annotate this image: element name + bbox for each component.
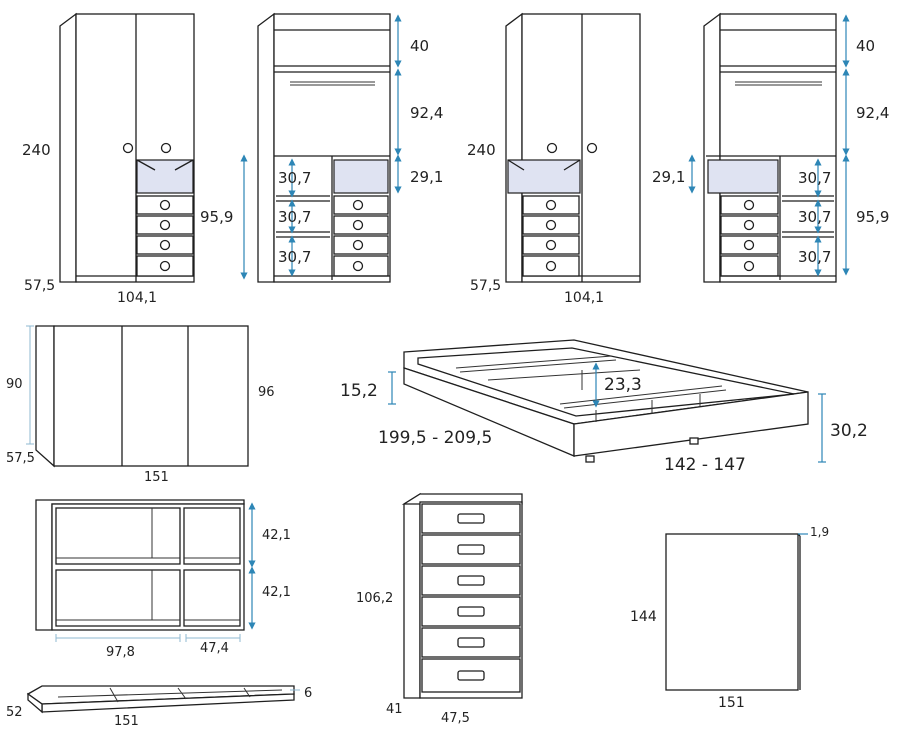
shelf-w1-label: 97,8 [106,645,135,660]
bed-inner-h-label: 23,3 [604,375,642,395]
wardrobe-open-right [688,12,850,283]
bed-total-h-label: 30,2 [830,421,868,441]
w2-shelf2-label: 30,7 [278,208,311,226]
w2-shelf3-label: 30,7 [278,248,311,266]
chest-height-label: 106,2 [356,591,393,606]
w2-shelf1-label: 30,7 [278,169,311,187]
w2-niche-label: 29,1 [410,168,443,186]
w1-depth-label: 57,5 [24,278,55,294]
shelf-h1-label: 42,1 [262,528,291,543]
w2-hang-label: 92,4 [410,104,443,122]
bed-width-label: 142 - 147 [664,455,746,475]
w4-hang-label: 92,4 [856,104,889,122]
bed-length-label: 199,5 - 209,5 [378,428,492,448]
wardrobe-open-left [240,12,402,283]
wardrobe-closed-left [59,12,195,283]
plinth-h-label: 6 [304,686,312,701]
chest-of-drawers [401,492,523,699]
w3-depth-label: 57,5 [470,278,501,294]
shelf-w2-label: 47,4 [200,641,229,656]
w3-height-label: 240 [467,141,496,159]
wall-cabinet [26,325,249,468]
bed-frame-h-label: 15,2 [340,381,378,401]
chest-width-label: 47,5 [441,711,470,726]
w1-height-label: 240 [22,141,51,159]
w2-lower-label: 95,9 [200,208,233,226]
cab-width-label: 151 [144,470,169,485]
wall-panel [665,533,808,691]
cab-height-right-label: 96 [258,385,275,400]
panel-thick-label: 1,9 [810,525,829,539]
wardrobe-closed-right [505,12,641,283]
w4-shelf2-label: 30,7 [798,208,831,226]
plinth-base [26,685,300,714]
plinth-width-label: 151 [114,714,139,729]
panel-width-label: 151 [718,695,745,711]
w1-width-label: 104,1 [117,290,157,306]
w4-niche-label: 29,1 [652,168,685,186]
bed-frame [388,339,826,463]
w4-shelf1-label: 30,7 [798,169,831,187]
w2-top-label: 40 [410,37,429,55]
cab-height-label: 90 [6,377,23,392]
open-shelf-unit [35,499,256,642]
w4-shelf3-label: 30,7 [798,248,831,266]
w4-top-label: 40 [856,37,875,55]
panel-height-label: 144 [630,609,657,625]
shelf-h2-label: 42,1 [262,585,291,600]
w3-width-label: 104,1 [564,290,604,306]
chest-depth-label: 41 [386,702,403,717]
cab-depth-label: 57,5 [6,451,35,466]
plinth-depth-label: 52 [6,705,23,720]
w4-lower-label: 95,9 [856,208,889,226]
